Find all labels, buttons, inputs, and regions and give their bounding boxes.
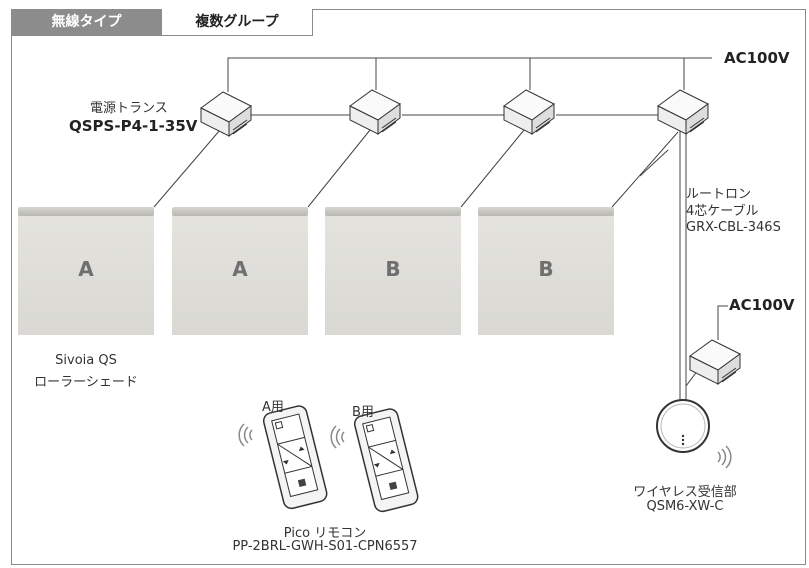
wireless-signal-icon-receiver: [717, 445, 732, 469]
wireless-receiver-icon: [656, 399, 710, 453]
roller-shade-3: B: [325, 207, 461, 335]
remote-a-label: A用: [262, 400, 284, 415]
pico-remote-b: [353, 408, 419, 513]
shade-cable-4: [611, 131, 679, 208]
roller-shade-2: A: [172, 207, 308, 335]
wireless-signal-icon-remote-a: [238, 423, 253, 447]
receiver-model: QSM6-XW-C: [646, 499, 724, 514]
tab-wireless-type[interactable]: 無線タイプ: [11, 9, 162, 36]
shade-cable-1: [153, 129, 221, 208]
remote-name: Pico リモコン: [283, 526, 367, 541]
shade-cable-2: [307, 129, 371, 208]
tab-multi-group[interactable]: 複数グループ: [162, 9, 313, 36]
shade-cable-3: [460, 129, 525, 208]
roller-shade-4: B: [478, 207, 614, 335]
power-bus-top: [227, 57, 712, 92]
shade-caption-type: ローラーシェード: [34, 375, 138, 390]
receiver-name: ワイヤレス受信部: [633, 485, 737, 500]
remote-model: PP-2BRL-GWH-S01-CPN6557: [232, 539, 418, 554]
shade-group-label: A: [232, 257, 248, 281]
remote-b-label: B用: [352, 405, 374, 420]
cable-brand: ルートロン: [686, 187, 752, 202]
roller-shade-1: A: [18, 207, 154, 335]
transformer-2: [349, 89, 401, 135]
transformer-4: [657, 89, 709, 135]
receiver-cable: [679, 130, 687, 400]
transformer-model: QSPS-P4-1-35V: [69, 117, 198, 135]
cable-type: 4芯ケーブル: [686, 204, 759, 219]
power-label-top: AC100V: [724, 49, 790, 67]
shade-group-label: B: [385, 257, 401, 281]
transformer-3: [503, 89, 555, 135]
cable-leader-line: [639, 149, 669, 177]
wireless-signal-icon-remote-b: [330, 425, 345, 449]
shade-caption-name: Sivoia QS: [55, 353, 117, 368]
shade-group-label: B: [538, 257, 554, 281]
diagram-frame: [11, 9, 806, 565]
pico-remote-a: [262, 405, 328, 510]
cable-model: GRX-CBL-346S: [686, 220, 781, 235]
shade-group-label: A: [78, 257, 94, 281]
transformer-receiver: [689, 339, 741, 385]
transformer-1: [200, 91, 252, 137]
transformer-name: 電源トランス: [90, 101, 168, 116]
power-line-right: [717, 305, 728, 340]
power-label-right: AC100V: [729, 296, 795, 314]
